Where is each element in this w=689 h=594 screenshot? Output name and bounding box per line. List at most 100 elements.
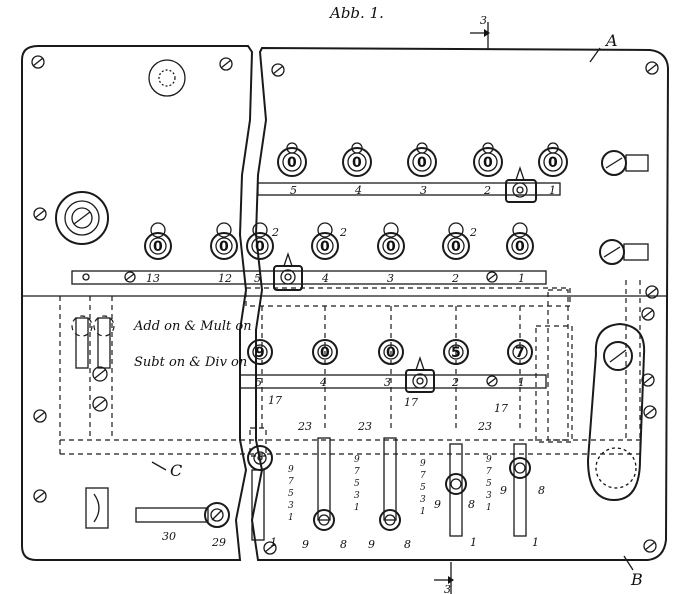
svg-text:0: 0 — [287, 155, 297, 171]
dashed-mechanism — [59, 280, 641, 457]
section-mark-bottom-label: 3 — [444, 583, 451, 594]
svg-text:1: 1 — [470, 536, 477, 549]
right-mid-knob[interactable] — [599, 239, 649, 265]
svg-text:9: 9 — [288, 465, 294, 475]
svg-text:2: 2 — [451, 272, 459, 285]
svg-text:0: 0 — [153, 239, 163, 255]
mode-levers[interactable] — [71, 315, 115, 369]
crank-knob[interactable] — [55, 191, 109, 245]
callout-23: 23 — [477, 420, 492, 433]
svg-text:9: 9 — [368, 538, 375, 551]
svg-text:9: 9 — [434, 498, 441, 511]
svg-text:5: 5 — [451, 345, 461, 361]
svg-text:1: 1 — [288, 513, 294, 523]
svg-text:5: 5 — [254, 272, 261, 285]
callout-2: 2 — [339, 226, 347, 239]
svg-text:3: 3 — [420, 184, 427, 197]
middle-dial-row: 0 0 0 0 0 0 0 — [144, 222, 534, 260]
svg-text:9: 9 — [255, 345, 265, 361]
svg-text:3: 3 — [486, 491, 492, 501]
svg-text:4: 4 — [321, 272, 329, 285]
callout-17: 17 — [404, 396, 418, 409]
middle-dial[interactable]: 0 — [246, 222, 274, 260]
vertical-slider[interactable]: 9 8 — [368, 437, 411, 551]
lower-dial-row: 9 0 0 5 7 — [247, 339, 533, 365]
section-mark-top-label: 3 — [480, 14, 487, 27]
section-mark-bottom: 3 — [434, 562, 454, 594]
svg-text:0: 0 — [320, 239, 330, 255]
svg-text:0: 0 — [515, 239, 525, 255]
middle-slide-bar[interactable]: 13 12 5 4 3 2 1 — [71, 270, 547, 285]
top-slider-knob[interactable] — [505, 165, 537, 203]
dotted-knob[interactable] — [148, 59, 186, 97]
vertical-slider[interactable]: 9 8 1 — [500, 443, 545, 549]
lower-lever[interactable]: 30 29 — [135, 502, 230, 549]
vertical-slider[interactable]: 1 — [247, 445, 277, 549]
svg-text:8: 8 — [340, 538, 347, 551]
right-top-knob[interactable] — [601, 150, 649, 176]
middle-dial[interactable]: 0 — [377, 222, 405, 260]
svg-text:3: 3 — [288, 501, 294, 511]
figure-title: Abb. 1. — [328, 4, 384, 22]
svg-text:0: 0 — [483, 155, 493, 171]
svg-text:2: 2 — [483, 184, 491, 197]
svg-text:0: 0 — [320, 345, 330, 361]
svg-text:7: 7 — [288, 477, 294, 487]
subt-div-label: Subt on & Div on — [134, 355, 247, 370]
screw-group-left — [31, 55, 233, 503]
svg-text:1: 1 — [532, 536, 539, 549]
callout-17: 17 — [494, 402, 508, 415]
label-C: C — [170, 461, 182, 480]
lower-dial[interactable]: 0 — [378, 339, 404, 365]
svg-text:0: 0 — [352, 155, 362, 171]
callout-2: 2 — [271, 226, 279, 239]
svg-text:12: 12 — [218, 272, 232, 285]
svg-text:1: 1 — [270, 536, 277, 549]
svg-text:7: 7 — [354, 467, 360, 477]
top-dial[interactable]: 0 — [277, 142, 307, 177]
svg-text:4: 4 — [319, 376, 327, 389]
svg-text:1: 1 — [354, 503, 360, 513]
digit-column: 9 7 5 3 1 — [486, 455, 492, 513]
lower-dial[interactable]: 9 — [247, 339, 273, 365]
vertical-slider[interactable]: 9 8 — [302, 437, 347, 551]
digit-column: 9 7 5 3 1 — [288, 465, 294, 523]
top-slide-bar[interactable]: 5 4 3 2 1 — [257, 182, 561, 197]
top-dial[interactable]: 0 — [342, 142, 372, 177]
lower-dial[interactable]: 0 — [312, 339, 338, 365]
top-dial[interactable]: 0 — [538, 142, 568, 177]
callout-17: 17 — [268, 394, 282, 407]
section-mark-top: 3 — [470, 14, 490, 50]
svg-text:1: 1 — [518, 376, 525, 389]
middle-dial[interactable]: 0 — [506, 222, 534, 260]
svg-text:13: 13 — [146, 272, 160, 285]
svg-text:0: 0 — [451, 239, 461, 255]
middle-dial[interactable]: 0 — [442, 222, 470, 260]
svg-text:8: 8 — [538, 484, 545, 497]
svg-text:9: 9 — [500, 484, 507, 497]
middle-dial[interactable]: 0 — [144, 222, 172, 260]
digit-column: 9 7 5 3 1 — [354, 455, 360, 513]
svg-text:4: 4 — [354, 184, 362, 197]
lower-dial[interactable]: 5 — [443, 339, 469, 365]
window-slot — [85, 487, 109, 529]
svg-text:0: 0 — [255, 239, 265, 255]
svg-text:5: 5 — [288, 489, 294, 499]
svg-text:0: 0 — [219, 239, 229, 255]
middle-dial[interactable]: 0 — [311, 222, 339, 260]
svg-text:5: 5 — [255, 376, 262, 389]
lower-dial[interactable]: 7 — [507, 339, 533, 365]
middle-dial[interactable]: 0 — [210, 222, 238, 260]
callout-30: 30 — [162, 530, 176, 543]
right-crank-lever[interactable] — [586, 322, 646, 502]
callout-29: 29 — [211, 536, 226, 549]
top-dial[interactable]: 0 — [473, 142, 503, 177]
svg-text:7: 7 — [515, 345, 525, 361]
middle-slider-knob[interactable] — [273, 251, 303, 291]
top-dial[interactable]: 0 — [407, 142, 437, 177]
screw-group-right — [263, 61, 659, 555]
add-mult-label: Add on & Mult on — [133, 319, 252, 334]
lower-slide-bar[interactable]: 5 4 3 2 1 — [239, 374, 547, 389]
lower-slider-knob[interactable] — [405, 355, 435, 393]
vertical-slider[interactable]: 9 8 1 — [434, 443, 477, 549]
